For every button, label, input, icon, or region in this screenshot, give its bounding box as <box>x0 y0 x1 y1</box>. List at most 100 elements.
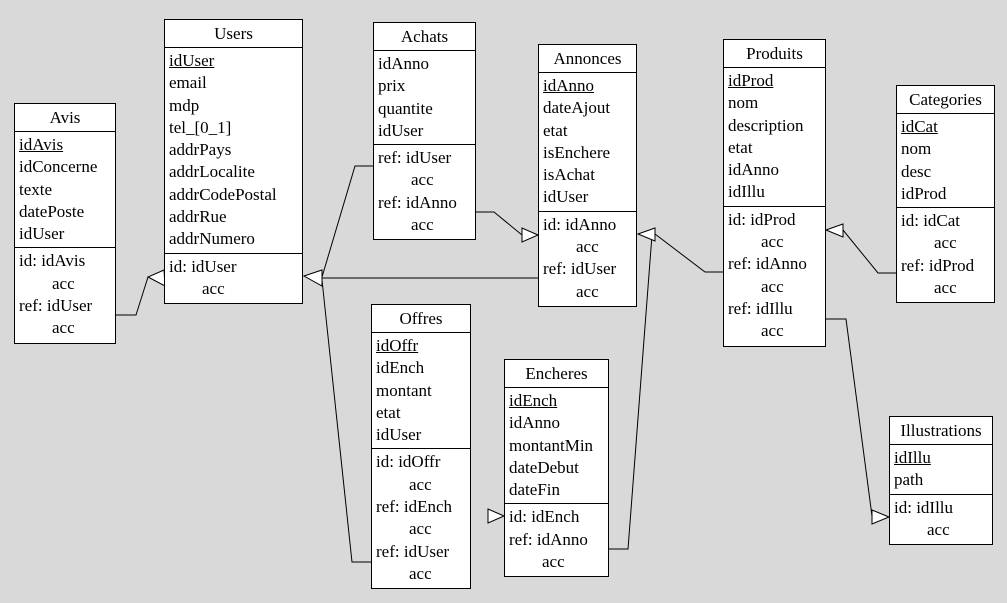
attribute: texte <box>19 179 53 199</box>
attribute: nom <box>901 139 932 159</box>
key-label: id: idAvis <box>19 251 86 271</box>
entity-offres[interactable]: Offres idOffr idEnch montant etat idUser… <box>371 304 471 590</box>
key-label: id: idProd <box>728 209 796 229</box>
attribute: addrNumero <box>169 229 255 249</box>
attribute: description <box>728 115 804 135</box>
entity-title: Users <box>165 20 302 48</box>
key-list: id: idOffr acc ref: idEnch acc ref: idUs… <box>372 448 470 588</box>
attribute: idProd <box>901 183 947 203</box>
attribute-list: idOffr idEnch montant etat idUser <box>372 333 470 448</box>
key-note: acc <box>761 321 784 341</box>
key-label: ref: idUser <box>378 148 452 168</box>
key-note: acc <box>576 237 599 257</box>
entity-title: Avis <box>15 104 115 132</box>
key-label: id: idUser <box>169 256 237 276</box>
link-achats-annonces <box>476 211 523 236</box>
attribute: idEnch <box>376 358 425 378</box>
attribute: idIllu <box>728 182 765 202</box>
entity-illustrations[interactable]: Illustrations idIllu path id: idIllu acc <box>889 416 993 546</box>
key-label: ref: idAnno <box>509 529 588 549</box>
key-note: acc <box>409 519 432 539</box>
key-label: ref: idUser <box>543 259 617 279</box>
attribute: quantite <box>378 98 433 118</box>
key-list: id: idEnch ref: idAnno acc <box>505 503 608 576</box>
entity-title: Illustrations <box>890 417 992 445</box>
key-note: acc <box>411 170 434 190</box>
entity-categories[interactable]: Categories idCat nom desc idProd id: idC… <box>896 85 995 304</box>
attribute: isEnchere <box>543 142 611 162</box>
key-note: acc <box>52 273 75 293</box>
attribute: isAchat <box>543 165 595 185</box>
attribute: email <box>169 73 207 93</box>
attribute: nom <box>728 93 759 113</box>
attribute: path <box>894 470 924 490</box>
key-label: id: idCat <box>901 211 961 231</box>
key-note: acc <box>927 519 950 539</box>
key-label: ref: idAnno <box>728 254 807 274</box>
key-note: acc <box>409 474 432 494</box>
attribute-list: idEnch idAnno montantMin dateDebut dateF… <box>505 388 608 503</box>
attribute: idUser <box>19 224 65 244</box>
key-note: acc <box>934 278 957 298</box>
key-note: acc <box>761 232 784 252</box>
key-label: id: idIllu <box>894 497 954 517</box>
attribute: montantMin <box>509 435 594 455</box>
attribute-primary-key: idCat <box>901 117 938 136</box>
link-produits-illustrations <box>826 318 873 517</box>
arrowhead-categories-produits <box>824 223 844 238</box>
key-list: id: idUser acc <box>165 252 302 304</box>
entity-users[interactable]: Users idUser email mdp tel_[0_1] addrPay… <box>164 19 303 305</box>
attribute: idAnno <box>509 413 560 433</box>
attribute: montant <box>376 380 432 400</box>
key-list: id: idAvis acc ref: idUser acc <box>15 247 115 342</box>
key-label: ref: idProd <box>901 255 975 275</box>
link-offres-users <box>321 279 371 563</box>
entity-title: Encheres <box>505 360 608 388</box>
attribute-list: idUser email mdp tel_[0_1] addrPays addr… <box>165 48 302 253</box>
attribute: dateDebut <box>509 457 579 477</box>
attribute: addrLocalite <box>169 162 255 182</box>
key-note: acc <box>411 215 434 235</box>
link-achats-users <box>321 165 373 278</box>
attribute: datePoste <box>19 201 85 221</box>
attribute-list: idAvis idConcerne texte datePoste idUser <box>15 132 115 247</box>
key-list: id: idAnno acc ref: idUser acc <box>539 210 636 306</box>
attribute: prix <box>378 76 406 96</box>
key-label: ref: idUser <box>376 541 450 561</box>
entity-annonces[interactable]: Annonces idAnno dateAjout etat isEnchere… <box>538 44 637 307</box>
key-list: id: idIllu acc <box>890 493 992 545</box>
attribute: idUser <box>376 425 422 445</box>
arrowhead-annonces-in <box>636 227 656 242</box>
attribute: addrPays <box>169 140 232 160</box>
attribute: etat <box>376 402 401 422</box>
attribute-list: idProd nom description etat idAnno idIll… <box>724 68 825 206</box>
key-list: id: idCat acc ref: idProd acc <box>897 207 994 302</box>
key-label: ref: idUser <box>19 296 93 316</box>
attribute: tel_[0_1] <box>169 117 232 137</box>
entity-achats[interactable]: Achats idAnno prix quantite idUser ref: … <box>373 22 476 241</box>
attribute-primary-key: idProd <box>728 71 774 90</box>
entity-avis[interactable]: Avis idAvis idConcerne texte datePoste i… <box>14 103 116 344</box>
link-produits-annonces <box>654 233 723 273</box>
key-note: acc <box>576 281 599 301</box>
attribute: addrCodePostal <box>169 184 277 204</box>
attribute: etat <box>728 137 753 157</box>
key-note: acc <box>202 278 225 298</box>
entity-title: Categories <box>897 86 994 114</box>
entity-title: Produits <box>724 40 825 68</box>
attribute: idConcerne <box>19 157 98 177</box>
attribute-primary-key: idUser <box>169 51 215 70</box>
attribute: desc <box>901 161 932 181</box>
attribute: dateAjout <box>543 98 611 118</box>
attribute-list: idAnno dateAjout etat isEnchere isAchat … <box>539 73 636 211</box>
arrowhead-produits-illustrations <box>871 509 891 525</box>
arrowhead-offres-encheres <box>487 508 506 524</box>
arrowhead-avis-users <box>146 269 166 287</box>
attribute-primary-key: idAnno <box>543 76 594 95</box>
link-encheres-annonces <box>609 234 653 550</box>
attribute-primary-key: idOffr <box>376 336 419 355</box>
entity-encheres[interactable]: Encheres idEnch idAnno montantMin dateDe… <box>504 359 609 578</box>
entity-title: Annonces <box>539 45 636 73</box>
entity-produits[interactable]: Produits idProd nom description etat idA… <box>723 39 826 347</box>
